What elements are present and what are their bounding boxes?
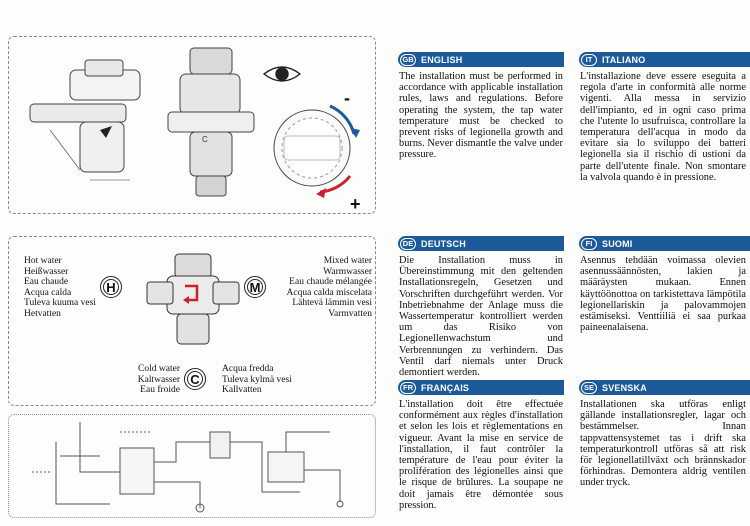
flag-badge-fr: FR [400, 381, 416, 394]
hot-water-label-de: Heißwasser [24, 266, 69, 277]
cold-port-letter: C [187, 371, 203, 387]
cold-water-labels-left: Cold water Kaltwasser Eau froide [106, 364, 180, 396]
section-header-english: GB ENGLISH [398, 52, 564, 67]
mixed-port-marker: M [244, 276, 266, 298]
section-text-deutsch: Die Installation muss in Übereinstimmung… [399, 255, 563, 379]
cold-water-label-fi: Tuleva kylmä vesi [222, 374, 292, 385]
cold-water-labels-right: Acqua fredda Tuleva kylmä vesi Kallvatte… [222, 364, 292, 396]
hot-water-label-it: Acqua calda [24, 287, 72, 298]
svg-text:C: C [202, 135, 208, 144]
mixed-water-labels: Mixed water Warmwasser Eau chaude mélang… [262, 256, 372, 320]
section-header-suomi: FI SUOMI [579, 236, 750, 251]
hot-water-label-en: Hot water [24, 256, 62, 266]
section-title-francais: FRANÇAIS [421, 382, 470, 393]
flag-badge-se: SE [581, 381, 597, 394]
cold-water-label-fr: Eau froide [140, 385, 180, 396]
hot-water-labels: Hot water Heißwasser Eau chaude Acqua ca… [24, 256, 96, 320]
section-title-deutsch: DEUTSCH [421, 238, 466, 249]
piping-schematic-panel [8, 414, 376, 518]
temperature-dial [273, 104, 360, 198]
mixed-water-label-fi: Lähtevä lämmin vesi [292, 298, 372, 309]
section-header-italiano: IT ITALIANO [579, 52, 750, 67]
mixed-water-label-it: Acqua calda miscelata [286, 287, 372, 298]
section-text-francais: L'installation doit être effectuée confo… [399, 399, 563, 511]
section-text-suomi: Asennus tehdään voimassa olevien asennus… [580, 255, 746, 334]
section-text-italiano: L'installazione deve essere eseguita a r… [580, 71, 746, 183]
mixed-port-letter: M [247, 279, 263, 295]
flag-badge-de: DE [400, 237, 416, 250]
mixed-water-label-de: Warmwasser [323, 266, 372, 277]
hot-port-marker: H [100, 276, 122, 298]
hot-water-label-fi: Tuleva kuuma vesi [24, 298, 96, 309]
eye-icon [262, 66, 302, 82]
section-text-svenska: Installationen ska utföras enligt gällan… [580, 399, 746, 489]
mixed-water-label-fr: Eau chaude mélangée [289, 277, 372, 288]
flag-badge-fi: FI [581, 237, 597, 250]
hot-water-label-se: Hetvatten [24, 308, 61, 319]
section-header-deutsch: DE DEUTSCH [398, 236, 564, 251]
port-label-panel [8, 236, 376, 406]
cold-water-label-it: Acqua fredda [222, 364, 274, 374]
section-title-suomi: SUOMI [602, 238, 633, 249]
section-header-svenska: SE SVENSKA [579, 380, 750, 395]
hot-port-letter: H [103, 279, 119, 295]
piping-schematic [32, 422, 344, 513]
cold-water-label-de: Kaltwasser [137, 374, 180, 385]
valve-illustration-1 [29, 59, 141, 181]
section-text-english: The installation must be performed in ac… [399, 71, 563, 161]
installation-illustrations: C - + [29, 47, 361, 214]
section-title-italiano: ITALIANO [602, 54, 646, 65]
dial-plus-sign: + [350, 194, 361, 214]
flag-badge-gb: GB [400, 53, 416, 66]
hot-water-label-fr: Eau chaude [24, 277, 69, 288]
flag-badge-it: IT [581, 53, 597, 66]
section-header-francais: FR FRANÇAIS [398, 380, 564, 395]
cold-water-label-se: Kallvatten [222, 385, 262, 396]
cold-water-label-en: Cold water [138, 364, 180, 374]
installation-illustration-panel [8, 36, 376, 214]
dial-minus-sign: - [344, 88, 350, 108]
valve-illustration-2: C [167, 47, 255, 197]
section-title-svenska: SVENSKA [602, 382, 647, 393]
mixing-valve-illustration [146, 253, 240, 345]
mixed-water-label-se: Varmvatten [328, 308, 372, 319]
cold-port-marker: C [184, 368, 206, 390]
mixed-water-label-en: Mixed water [323, 256, 372, 266]
section-title-english: ENGLISH [421, 54, 463, 65]
